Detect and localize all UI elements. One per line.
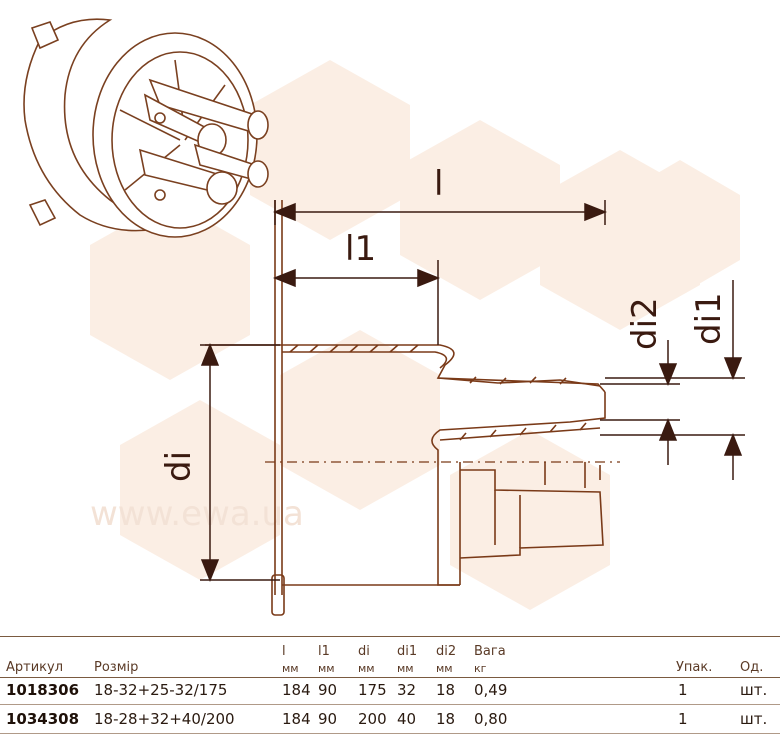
header-di2: di2 (436, 644, 457, 659)
cell-l1: 90 (318, 681, 338, 699)
cell-unit: шт. (740, 681, 768, 699)
cell-pack: 1 (678, 710, 688, 728)
header-pack: Упак. (676, 660, 713, 675)
dimension-di2 (600, 340, 680, 465)
table-header-rule (0, 677, 780, 678)
cell-l1: 90 (318, 710, 338, 728)
cell-di: 200 (358, 710, 387, 728)
cell-weight: 0,80 (474, 710, 508, 728)
unit-di2: мм (436, 662, 453, 675)
cell-size: 18-28+32+40/200 (94, 710, 235, 728)
unit-l: мм (282, 662, 299, 675)
section-outline (205, 200, 606, 616)
watermark-text: www.ewa.ua (90, 494, 304, 534)
dimension-di1-label: di1 (689, 292, 729, 345)
unit-di: мм (358, 662, 375, 675)
product-illustration (23, 18, 269, 238)
table-row-rule (0, 704, 780, 705)
dimension-l1 (272, 260, 441, 345)
cell-article: 1018306 (6, 681, 80, 699)
unit-weight: кг (474, 662, 487, 675)
header-l: l (282, 644, 286, 659)
header-weight: Вага (474, 644, 506, 659)
cell-di1: 40 (397, 710, 417, 728)
dimension-di2-label: di2 (625, 297, 665, 350)
spec-table: l l1 di di1 di2 Вага Артикул Розмір мм м… (0, 632, 780, 740)
watermark-pattern (90, 60, 740, 610)
dimension-di1 (600, 280, 745, 480)
cell-di: 175 (358, 681, 387, 699)
cell-di2: 18 (436, 681, 456, 699)
header-di1: di1 (397, 644, 418, 659)
cell-di2: 18 (436, 710, 456, 728)
header-unit: Од. (740, 660, 764, 675)
cell-weight: 0,49 (474, 681, 508, 699)
header-l1: l1 (318, 644, 330, 659)
cell-unit: шт. (740, 710, 768, 728)
header-size: Розмір (94, 660, 139, 675)
table-bottom-rule (0, 733, 780, 734)
cell-di1: 32 (397, 681, 417, 699)
dimension-l1-label: l1 (345, 229, 376, 269)
dimension-di-label: di (159, 451, 199, 482)
dimension-l-label: l (434, 164, 443, 204)
cell-pack: 1 (678, 681, 688, 699)
technical-drawing: www.ewa.ua (23, 18, 745, 616)
cell-article: 1034308 (6, 710, 80, 728)
header-article: Артикул (6, 660, 64, 675)
table-top-rule (0, 636, 780, 637)
header-di: di (358, 644, 370, 659)
cell-l: 184 (282, 681, 311, 699)
cell-size: 18-32+25-32/175 (94, 681, 228, 699)
cell-l: 184 (282, 710, 311, 728)
dimension-l (272, 200, 608, 225)
dimension-di (200, 342, 280, 583)
unit-di1: мм (397, 662, 414, 675)
unit-l1: мм (318, 662, 335, 675)
